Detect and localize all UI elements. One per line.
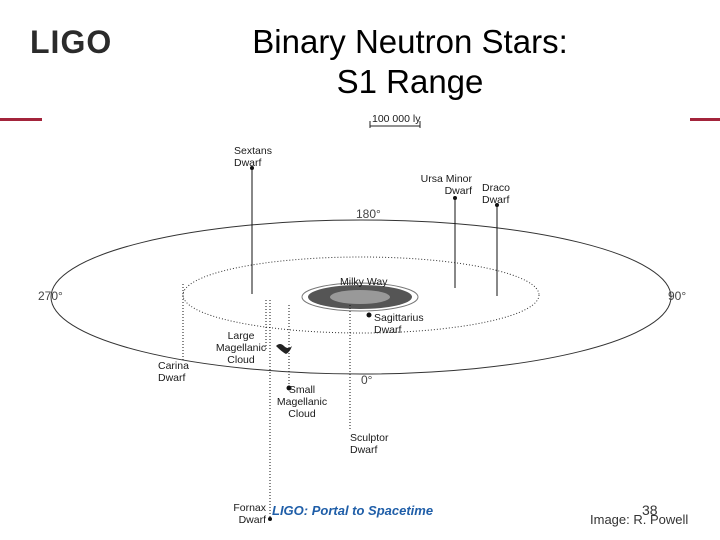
title-line-2: S1 Range — [336, 63, 484, 100]
scale-bar — [369, 121, 421, 128]
fornax-marker — [268, 300, 272, 521]
angle-90-label: 90° — [668, 289, 687, 303]
fornax-label: Fornax Dwarf — [233, 502, 266, 526]
sagittarius-label: Sagittarius Dwarf — [374, 312, 424, 336]
ursa-minor-marker — [453, 196, 457, 288]
smc-label: Small Magellanic Cloud — [276, 384, 328, 420]
angle-180-label: 180° — [356, 207, 381, 221]
angle-0-label: 0° — [361, 373, 373, 387]
lmc-label: Large Magellanic Cloud — [215, 330, 267, 366]
slide-title: Binary Neutron Stars: S1 Range — [200, 22, 620, 102]
outer-range-ellipse — [50, 219, 672, 375]
carina-label: Carina Dwarf — [158, 360, 189, 384]
draco-marker — [495, 203, 499, 296]
lmc-marker — [265, 300, 292, 354]
milky-way-label: Milky Way — [340, 276, 388, 288]
footer-tagline: LIGO: Portal to Spacetime — [272, 503, 434, 518]
title-rule-right — [690, 118, 720, 121]
sextans-marker — [250, 166, 254, 294]
milky-way-core — [330, 290, 390, 304]
sculptor-label: Sculptor Dwarf — [350, 432, 389, 456]
scale-label: 100 000 ly — [372, 113, 421, 125]
draco-label: Draco Dwarf — [482, 182, 511, 206]
smc-marker — [286, 305, 292, 391]
ursa-minor-label: Ursa Minor Dwarf — [420, 173, 472, 197]
image-credit: Image: R. Powell — [590, 512, 689, 527]
title-line-1: Binary Neutron Stars: — [252, 23, 568, 60]
sagittarius-marker — [366, 312, 372, 318]
page-number: 38 — [642, 502, 658, 518]
milky-way-halo — [301, 282, 419, 312]
angle-270-label: 270° — [38, 289, 63, 303]
ligo-logo: LIGO — [30, 24, 113, 60]
inner-range-ellipse — [182, 256, 540, 334]
sextans-label: Sextans Dwarf — [234, 145, 272, 169]
title-rule-left — [0, 118, 42, 121]
